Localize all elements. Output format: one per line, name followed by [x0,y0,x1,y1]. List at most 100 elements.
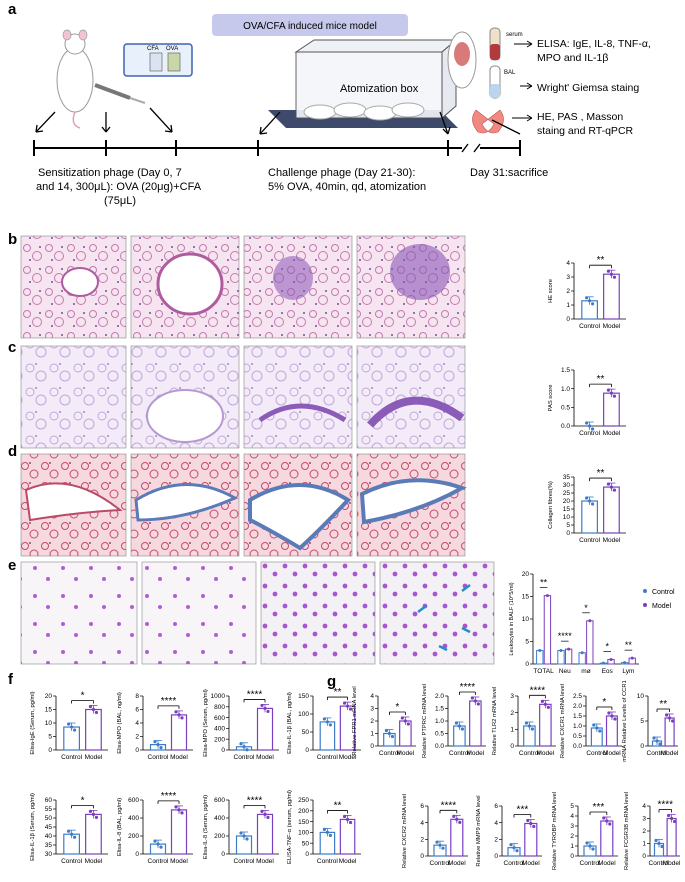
f5-point [70,832,74,836]
d-ytick-label: 35 [563,474,571,481]
f3-ylabel: Elisa-MPO (Serum, pg/ml) [203,689,209,757]
mouse-injection-illustration [56,29,146,129]
c-point [588,424,592,428]
right-line-1: ELISA: IgE, IL-8, TNF-α, [537,38,651,50]
g7-sig-label: *** [517,805,529,816]
f1-point [88,704,93,709]
f5-xtick-label: Control [61,858,83,865]
g2-ytick-label: 1.0 [435,718,444,725]
f8-point [342,814,347,819]
f2-ytick-label: 6 [135,707,139,714]
f2-xtick-label: Control [148,754,170,761]
e-legend-label: Model [652,603,672,610]
g9-ytick-label: 2 [642,828,646,835]
e-sig-label: **** [558,631,573,641]
b-point [612,275,617,279]
panel-label-e: e [8,557,16,574]
f8-ytick-label: 200 [298,808,309,815]
e-bar-total-control [536,650,544,665]
c-ytick-label: 0.5 [561,405,570,412]
e-sig-label: * [605,642,609,652]
f8-bar-model [339,818,356,855]
f5-point [67,829,71,833]
g2-point [454,721,458,725]
f2-sig-label: **** [161,696,177,707]
g6-ytick-label: 2 [420,837,424,844]
f8-point [348,820,353,825]
pas-image-3 [243,345,353,449]
e-bar-mø-model [586,620,594,665]
g4-ytick-label: 1.5 [573,713,582,720]
panel-label-d: d [8,443,17,460]
f8-ytick-label: 250 [298,797,309,804]
timeline [33,107,521,156]
f7-point [260,809,264,814]
f7-ylabel: Elisa-IL-8 (Serum, pg/ml) [203,795,209,859]
c-point [609,391,614,395]
f7-point [239,831,243,835]
f3-point [260,703,264,708]
f4-point [342,701,347,705]
g1-xtick-label: Control [379,750,401,757]
g5-point [658,742,662,746]
g9-point [670,816,674,821]
d-ytick-label: 5 [566,522,570,529]
g8-point [588,844,592,848]
g8-xtick-label: Control [580,860,602,867]
f8-sig-label: ** [334,800,342,811]
f7-sig-label: **** [247,795,263,806]
f4-point [325,720,329,724]
wright-image-4 [379,561,495,665]
f4-ytick-label: 150 [298,693,309,700]
g8-point [585,841,589,845]
g8-ytick-label: 2 [570,833,574,840]
c-xtick-label: Control [579,430,601,437]
f8-xtick-label: Control [317,858,339,865]
g1-ytick-label: 2 [370,718,374,725]
f5-ytick-label: 35 [45,842,53,849]
g9-point [654,838,658,843]
wright-image-3 [260,561,376,665]
f4-point [328,723,332,727]
f3-xtick-label: Control [234,754,256,761]
g2-point [457,724,461,728]
g3-xtick-label: Model [537,750,555,757]
c-ytick-label: 1.5 [561,367,570,374]
g5-point [671,719,675,723]
f8-ytick-label: 0 [305,851,309,858]
g4-ytick-label: 2.5 [573,693,582,700]
pas-image-1 [20,345,127,449]
d-ytick-label: 30 [563,482,571,489]
atomization-box-label: Atomization box [340,83,419,95]
g5-sig-label: ** [659,699,667,710]
d-sig-label: ** [597,468,605,479]
f4-bar-control [319,721,336,751]
e-legend-label: Control [652,589,675,596]
f5-ytick-label: 55 [45,806,53,813]
right-line-4: HE, PAS , Masson [537,111,623,123]
sacrifice-label: Day 31:sacrifice [470,167,548,179]
g1-point [400,716,404,720]
g9-ytick-label: 0 [642,853,646,860]
g7-point [509,843,513,847]
g7-point [515,849,519,853]
e-ytick-label: 20 [522,571,530,578]
e-point [609,658,613,661]
g1-point [403,719,407,723]
d-point [609,485,614,489]
f1-ytick-label: 10 [45,720,53,727]
g8-ytick-label: 1 [570,843,574,850]
g4-point [598,729,602,733]
f4-ylabel: Elisa-IL-1β (BAL, pg/ml) [287,692,293,754]
b-point [591,302,595,306]
f5-ytick-label: 30 [45,851,53,858]
e-legend-marker-model [643,603,647,607]
d-ytick-label: 25 [563,490,571,497]
d-ytick-label: 10 [563,514,571,521]
g4-bar-model [605,715,618,747]
g5-point [668,716,672,720]
g7-xtick-label: Model [522,860,540,867]
g4-point [595,726,599,730]
g2-xtick-label: Control [449,750,471,757]
